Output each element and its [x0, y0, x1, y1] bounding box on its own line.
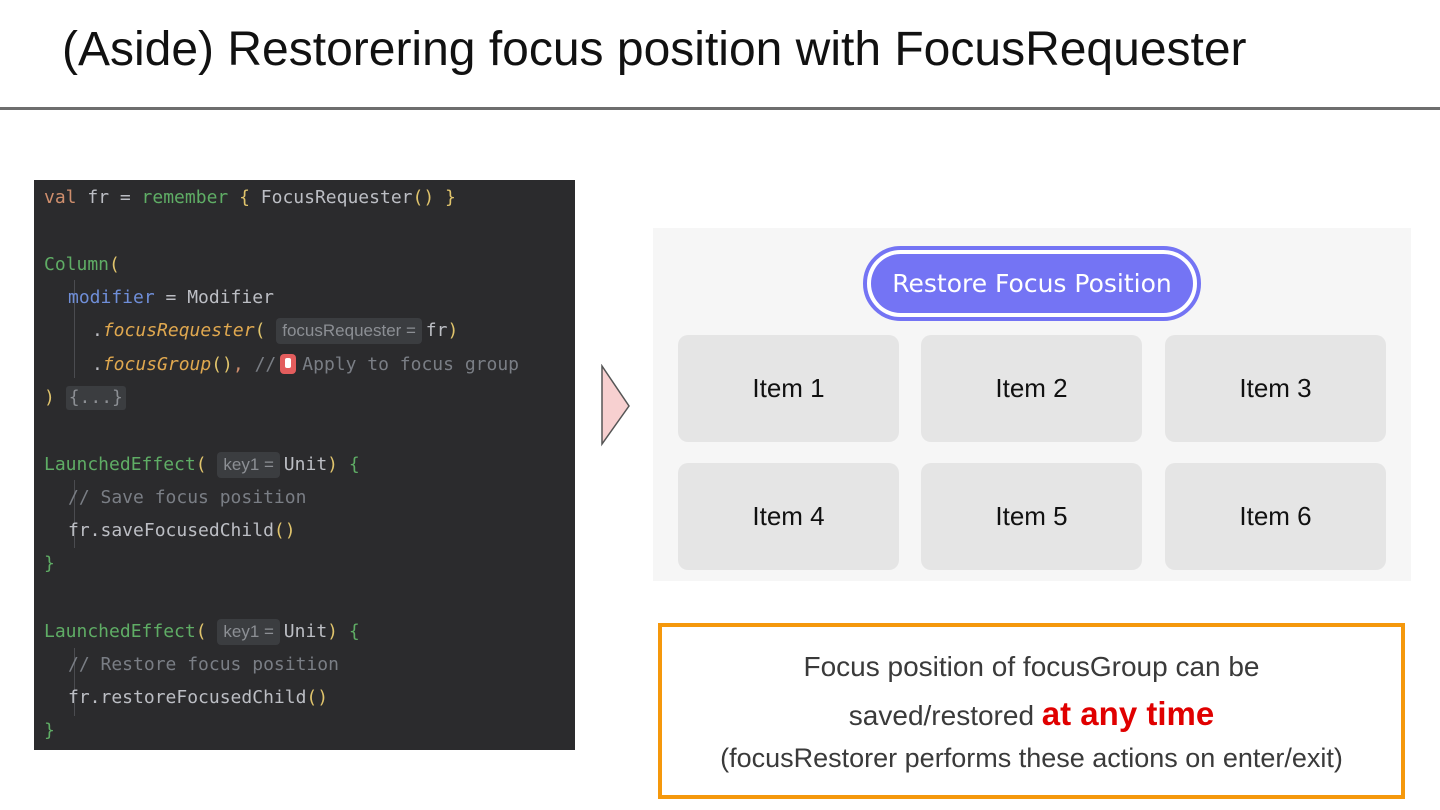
code-token: ,: [232, 354, 244, 375]
code-token: ): [44, 387, 55, 408]
folded-code-region[interactable]: {...}: [65, 386, 126, 410]
code-token: .: [92, 320, 103, 341]
code-token: focusGroup: [102, 354, 212, 375]
code-token: }: [434, 187, 456, 208]
code-token: Column: [44, 254, 110, 275]
code-token: }: [44, 720, 55, 741]
siren-icon: [280, 354, 297, 374]
code-token: (): [211, 354, 233, 375]
code-token: ): [447, 320, 459, 341]
code-token: fr: [414, 320, 448, 341]
restore-focus-button[interactable]: Restore Focus Position: [863, 246, 1201, 321]
code-token: (): [306, 687, 329, 708]
code-line-16: fr.restoreFocusedChild(): [68, 683, 328, 713]
code-token: .: [92, 354, 103, 375]
slide-title: (Aside) Restorering focus position with …: [62, 23, 1247, 76]
code-token: ): [327, 454, 338, 475]
indent-guide: [74, 280, 75, 378]
code-token: = Modifier: [154, 287, 274, 308]
code-line-9: LaunchedEffect( key1 = Unit) {: [44, 450, 360, 480]
code-line-15: // Restore focus position: [68, 650, 339, 680]
right-arrow-icon: [601, 364, 630, 447]
code-comment: // Restore focus position: [68, 654, 339, 675]
indent-guide: [74, 480, 75, 548]
code-token: remember: [141, 187, 229, 208]
code-line-1: val fr = remember { FocusRequester() }: [44, 183, 456, 213]
parameter-hint: key1 =: [217, 619, 280, 645]
note-line-2: saved/restored at any time: [662, 695, 1401, 733]
parameter-hint: focusRequester =: [276, 318, 422, 344]
code-line-10: // Save focus position: [68, 483, 306, 513]
note-line-3: (focusRestorer performs these actions on…: [720, 743, 1343, 773]
grid-item[interactable]: Item 1: [678, 335, 899, 442]
note-line-2-prefix: saved/restored: [848, 700, 1042, 731]
code-line-12: }: [44, 549, 55, 579]
note-highlight: at any time: [1041, 695, 1215, 732]
code-token: fr =: [76, 187, 142, 208]
grid-item[interactable]: Item 6: [1165, 463, 1386, 570]
code-token: LaunchedEffect: [44, 454, 196, 475]
code-line-14: LaunchedEffect( key1 = Unit) {: [44, 617, 360, 647]
code-token: (: [195, 454, 207, 475]
code-token: {: [338, 621, 360, 642]
code-token: {: [338, 454, 360, 475]
code-token: LaunchedEffect: [44, 621, 196, 642]
code-line-5: .focusRequester( focusRequester = fr): [92, 316, 458, 346]
code-token: Unit: [272, 454, 328, 475]
code-line-3: Column(: [44, 250, 120, 280]
code-token: Unit: [272, 621, 328, 642]
title-divider: [0, 107, 1440, 110]
code-token: focusRequester: [102, 320, 255, 341]
code-token: }: [44, 553, 55, 574]
code-line-17: }: [44, 716, 55, 746]
code-token: (: [195, 621, 207, 642]
code-token: modifier: [68, 287, 155, 308]
grid-item[interactable]: Item 2: [921, 335, 1142, 442]
code-comment: Apply to focus group: [302, 354, 520, 375]
indent-guide: [74, 648, 75, 716]
code-comment: //: [243, 354, 277, 375]
code-token: (): [273, 520, 296, 541]
code-token: (: [254, 320, 266, 341]
code-line-7: ) {...}: [44, 383, 126, 413]
code-panel: val fr = remember { FocusRequester() } C…: [34, 180, 575, 750]
note-box: Focus position of focusGroup can be save…: [658, 623, 1405, 799]
code-comment: // Save focus position: [68, 487, 307, 508]
code-line-6: .focusGroup(), // Apply to focus group: [92, 350, 519, 380]
restore-focus-button-label: Restore Focus Position: [871, 254, 1193, 313]
code-token: fr.saveFocusedChild: [68, 520, 274, 541]
code-token: {: [228, 187, 250, 208]
grid-item[interactable]: Item 4: [678, 463, 899, 570]
grid-item[interactable]: Item 3: [1165, 335, 1386, 442]
code-token: FocusRequester: [249, 187, 413, 208]
code-token: fr.restoreFocusedChild: [68, 687, 307, 708]
grid-item[interactable]: Item 5: [921, 463, 1142, 570]
code-token: (): [412, 187, 435, 208]
app-preview: Restore Focus Position Item 1 Item 2 Ite…: [653, 228, 1411, 581]
code-token: (: [109, 254, 120, 275]
parameter-hint: key1 =: [217, 452, 280, 478]
code-line-4: modifier = Modifier: [68, 283, 274, 313]
code-line-11: fr.saveFocusedChild(): [68, 516, 296, 546]
code-token: val: [44, 187, 77, 208]
note-line-1: Focus position of focusGroup can be: [803, 651, 1260, 682]
code-token: ): [327, 621, 338, 642]
